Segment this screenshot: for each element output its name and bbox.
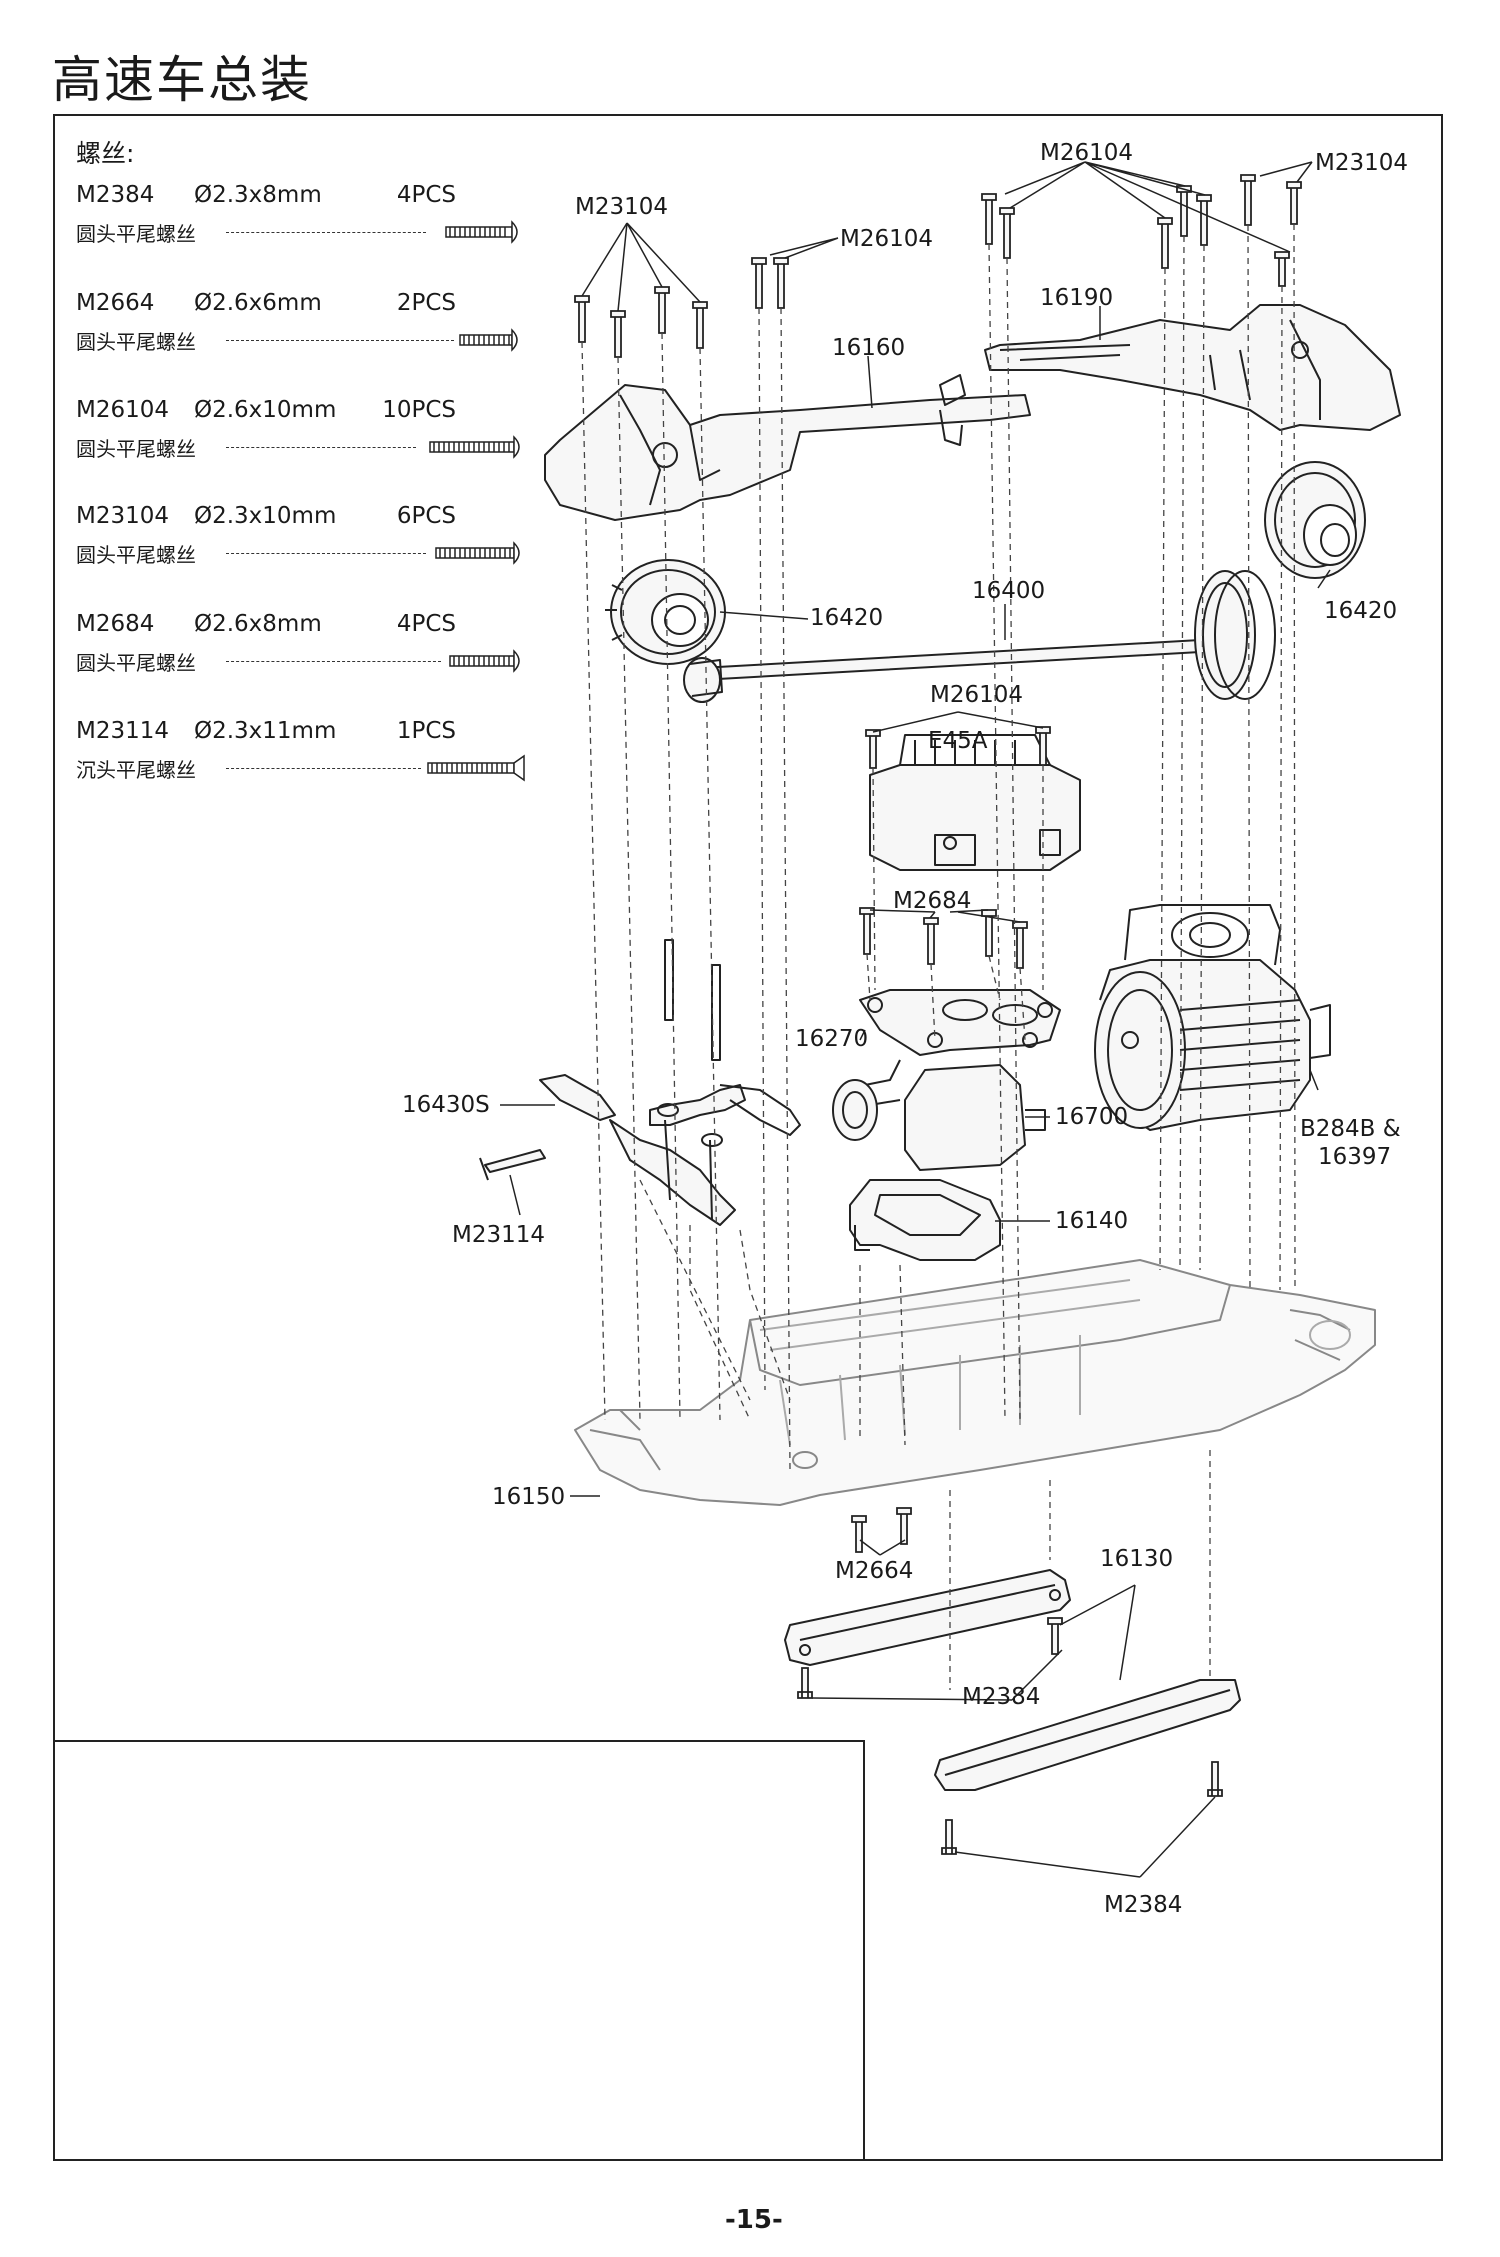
gearbox-16160 xyxy=(544,374,1031,521)
screw-type: 圆头平尾螺丝 xyxy=(76,543,196,567)
screw-type: 圆头平尾螺丝 xyxy=(76,330,196,354)
callout-16400: 16400 xyxy=(972,578,1046,604)
screw-code: M2384 xyxy=(76,182,155,208)
callout-e45a: E45A xyxy=(928,728,988,754)
callout-16130: 16130 xyxy=(1100,1546,1174,1572)
motor-mount-16270 xyxy=(859,989,1061,1056)
esc-e45a xyxy=(869,734,1081,871)
screw-dimension: Ø2.6x10mm xyxy=(194,397,337,423)
screw-dimension: Ø2.3x8mm xyxy=(194,182,322,208)
callout-16700: 16700 xyxy=(1055,1104,1129,1130)
screw-quantity: 4PCS xyxy=(396,182,456,208)
page-number: -15- xyxy=(725,2205,783,2235)
assembly-guide-lines xyxy=(581,223,1296,1690)
assembled-view-frame xyxy=(53,1740,865,2161)
screw-type: 圆头平尾螺丝 xyxy=(76,437,196,461)
screw-code: M2664 xyxy=(76,290,155,316)
callout-m2664: M2664 xyxy=(835,1558,914,1584)
callout-16190: 16190 xyxy=(1040,285,1114,311)
screw-code: M2684 xyxy=(76,611,155,637)
servo-16700 xyxy=(832,1059,1046,1171)
screw-quantity: 1PCS xyxy=(396,718,456,744)
callout-16270: 16270 xyxy=(795,1026,869,1052)
screw-code: M23104 xyxy=(76,503,170,529)
leader-line xyxy=(226,340,454,341)
chassis-tub-16150 xyxy=(574,1259,1376,1506)
screw-list-heading: 螺丝: xyxy=(76,139,135,168)
leader-line xyxy=(226,232,426,233)
side-guard-16130-lower xyxy=(934,1679,1241,1791)
callout-16397: 16397 xyxy=(1318,1144,1392,1170)
callout-m23114: M23114 xyxy=(452,1222,546,1248)
page-title: 高速车总装 xyxy=(52,51,312,109)
screw-type: 圆头平尾螺丝 xyxy=(76,651,196,675)
leader-line xyxy=(226,768,421,769)
leader-line xyxy=(226,661,441,662)
callout-m26104-mid: M26104 xyxy=(840,226,934,252)
screw-icon xyxy=(459,328,518,352)
screw-icon xyxy=(429,435,520,459)
gearbox-16190 xyxy=(984,304,1401,431)
screw-quantity: 2PCS xyxy=(396,290,456,316)
callout-16150: 16150 xyxy=(492,1484,566,1510)
screw-icon xyxy=(445,220,518,244)
steering-linkage-16430s xyxy=(539,939,801,1226)
screw-quantity: 4PCS xyxy=(396,611,456,637)
callout-b284b: B284B & xyxy=(1300,1116,1401,1142)
center-shaft-16400 xyxy=(683,570,1276,703)
screw-type: 沉头平尾螺丝 xyxy=(76,758,196,782)
motor-b284b xyxy=(1094,904,1331,1131)
screw-dimension: Ø2.6x6mm xyxy=(194,290,322,316)
screw-type: 圆头平尾螺丝 xyxy=(76,222,196,246)
screw-dimension: Ø2.6x8mm xyxy=(194,611,322,637)
callout-m26104-esc: M26104 xyxy=(930,682,1024,708)
screw-quantity: 6PCS xyxy=(396,503,456,529)
callout-m2384-a: M2384 xyxy=(962,1684,1041,1710)
side-guard-16130-upper xyxy=(784,1569,1071,1666)
screw-quantity: 10PCS xyxy=(382,397,456,423)
screw-dimension: Ø2.3x10mm xyxy=(194,503,337,529)
leader-line xyxy=(226,553,426,554)
callout-16160: 16160 xyxy=(832,335,906,361)
screw-icon xyxy=(435,541,520,565)
screw-code: M26104 xyxy=(76,397,170,423)
leader-line xyxy=(226,447,416,448)
differential-16420-right xyxy=(1264,461,1366,579)
callout-16140: 16140 xyxy=(1055,1208,1129,1234)
screw-m23114 xyxy=(479,1149,546,1181)
callout-m26104-top: M26104 xyxy=(1040,140,1134,166)
screw-dimension: Ø2.3x11mm xyxy=(194,718,337,744)
callout-m2384-b: M2384 xyxy=(1104,1892,1183,1918)
callout-16420-right: 16420 xyxy=(1324,598,1398,624)
callout-m23104-left: M23104 xyxy=(575,194,669,220)
countersunk-screw-icon xyxy=(427,754,525,782)
callout-m23104-top-right: M23104 xyxy=(1315,150,1409,176)
battery-holder-16140 xyxy=(849,1179,1001,1261)
callout-m2684: M2684 xyxy=(893,888,972,914)
screw-code: M23114 xyxy=(76,718,170,744)
callout-16420-left: 16420 xyxy=(810,605,884,631)
screw-markers xyxy=(574,174,1302,1855)
callout-16430s: 16430S xyxy=(402,1092,490,1118)
leader-lines xyxy=(500,161,1331,1878)
screw-icon xyxy=(449,649,520,673)
